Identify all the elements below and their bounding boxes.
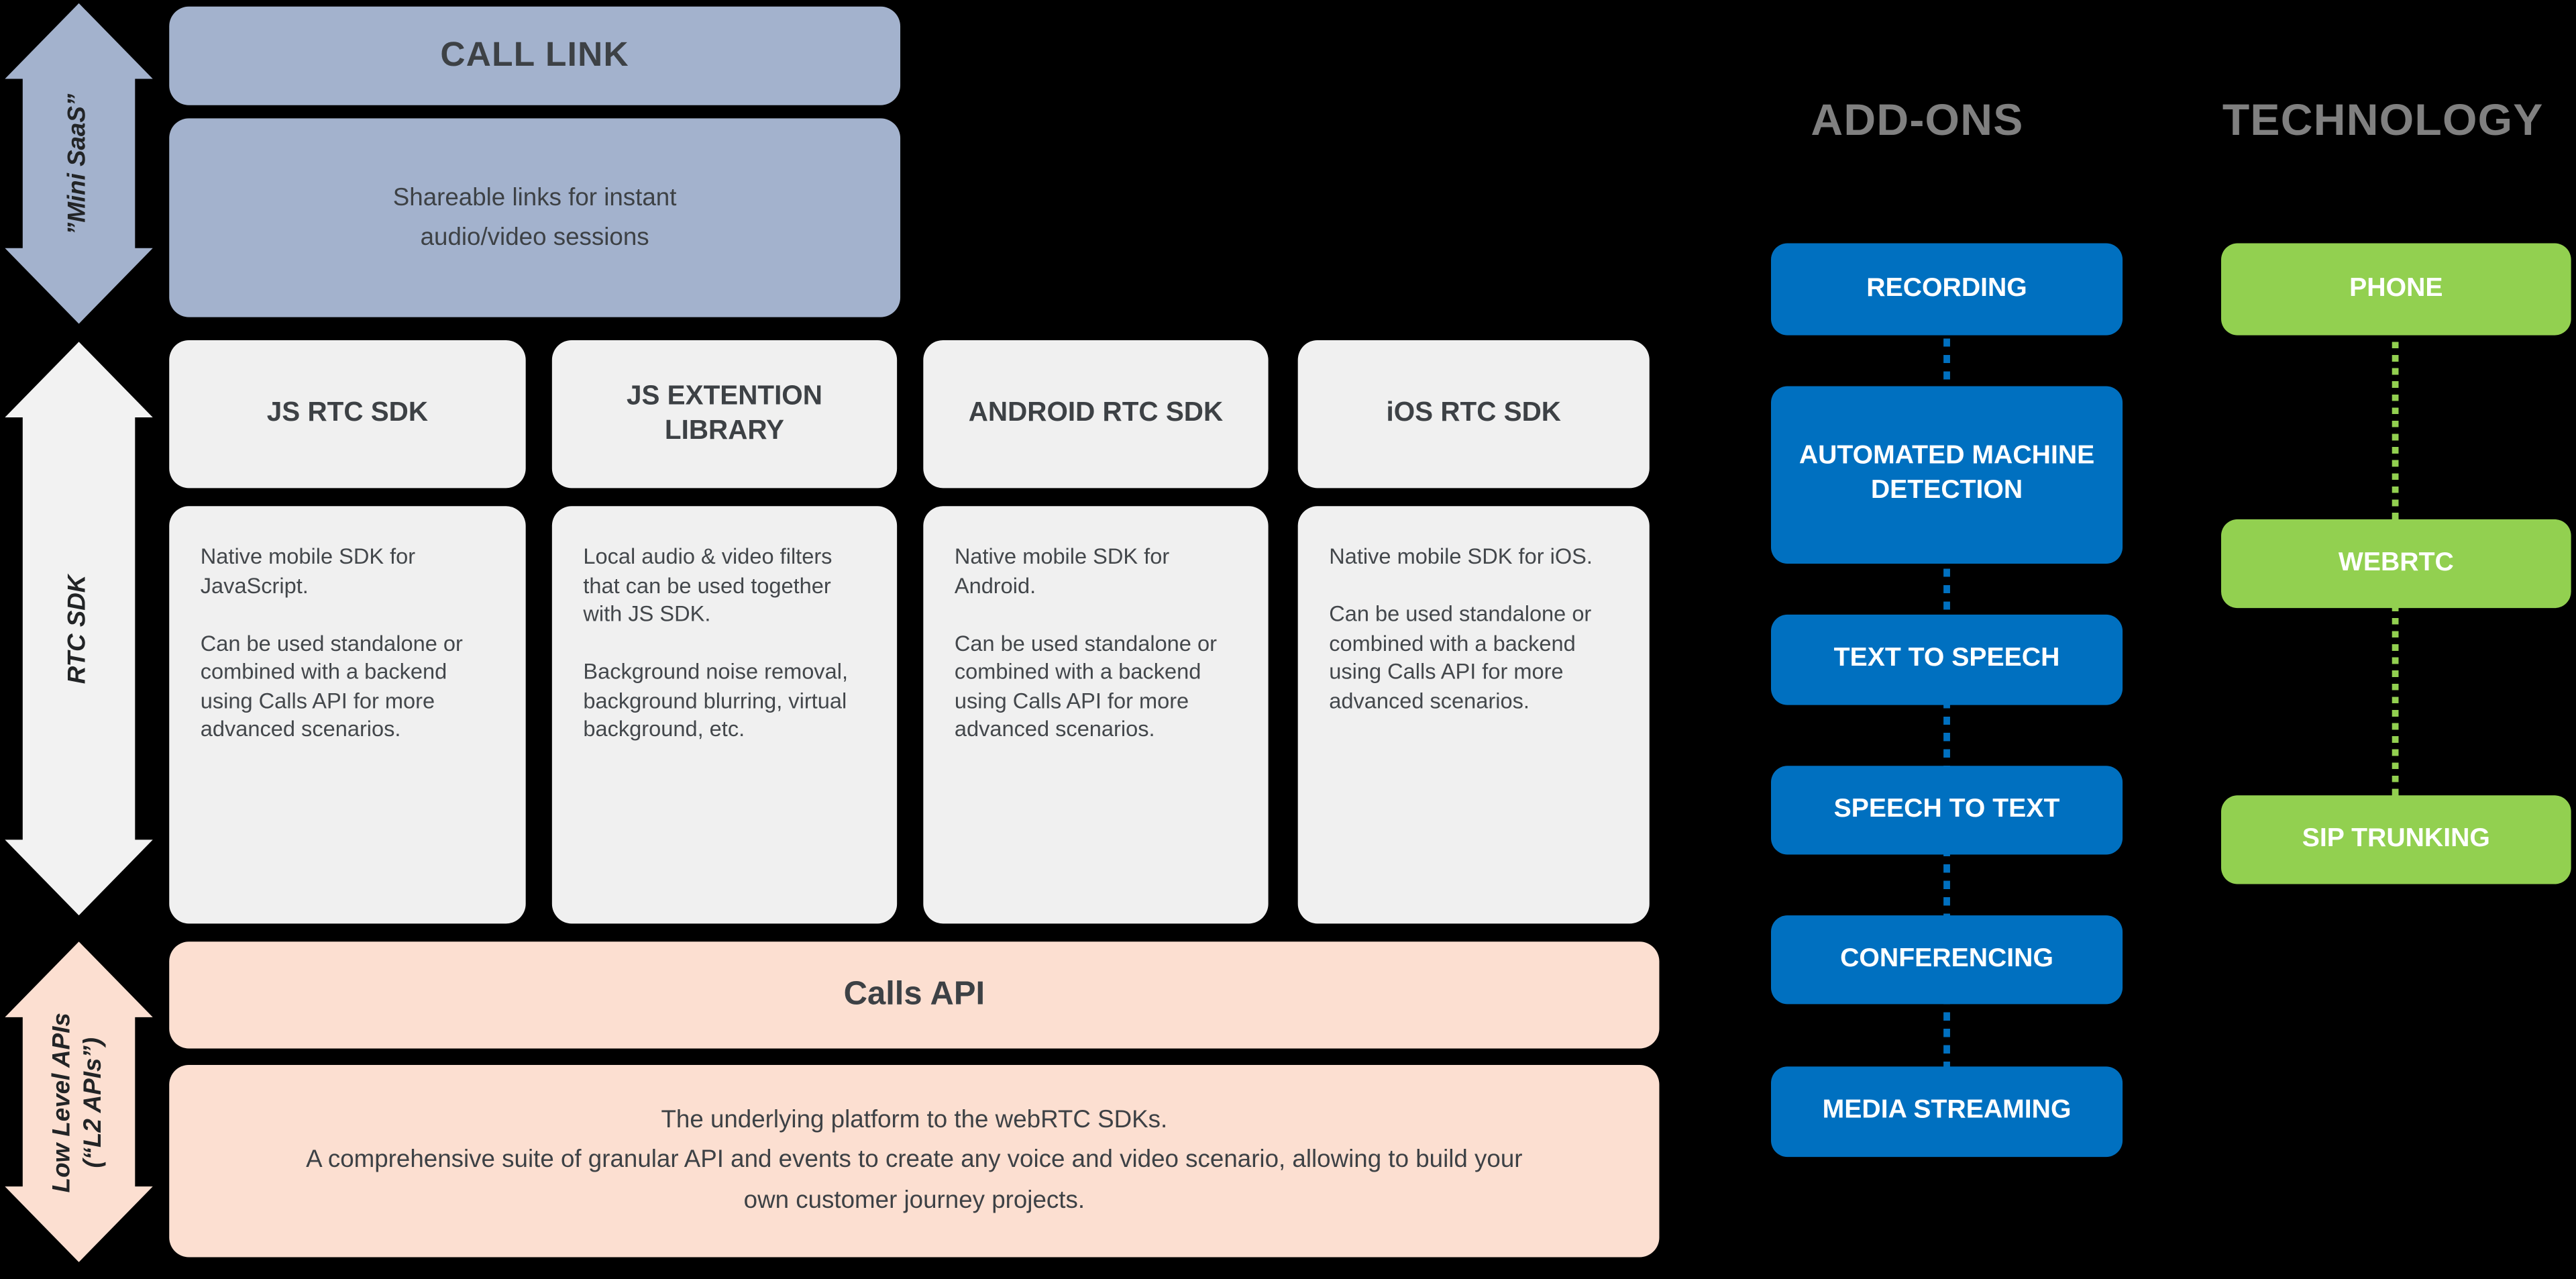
android-rtc-sdk-title-box: ANDROID RTC SDK	[923, 340, 1269, 489]
js-extention-library-description-box: Local audio & video filters that can be …	[551, 506, 898, 924]
mini-saas-arrow-label: ”Mini SaaS”	[63, 93, 92, 234]
technology-webrtc: WEBRTC	[2221, 519, 2571, 609]
call-link-description-box: Shareable links for instant audio/video …	[169, 118, 901, 317]
calls-api-description-box: The underlying platform to the webRTC SD…	[169, 1064, 1660, 1258]
technology-column-header: TECHNOLOGY	[2222, 95, 2544, 145]
rtc-sdk-arrow: RTC SDK	[5, 342, 152, 915]
low-level-apis-arrow: Low Level APIs (“L2 APIs”)	[5, 941, 152, 1262]
rtc-sdk-arrow-label: RTC SDK	[63, 574, 92, 684]
addon-text-to-speech: TEXT TO SPEECH	[1771, 614, 2123, 705]
js-extention-library-title-box: JS EXTENTION LIBRARY	[551, 340, 898, 489]
addon-conferencing: CONFERENCING	[1771, 915, 2123, 1005]
technology-phone: PHONE	[2221, 243, 2571, 336]
low-level-apis-arrow-label: Low Level APIs (“L2 APIs”)	[48, 1011, 107, 1192]
technology-sip-trunking: SIP TRUNKING	[2221, 795, 2571, 884]
ios-rtc-sdk-title-box: iOS RTC SDK	[1297, 340, 1650, 489]
ios-rtc-sdk-description-box: Native mobile SDK for iOS. Can be used s…	[1297, 506, 1650, 924]
addon-recording: RECORDING	[1771, 243, 2123, 336]
js-rtc-sdk-title-box: JS RTC SDK	[169, 340, 526, 489]
mini-saas-arrow: ”Mini SaaS”	[5, 3, 152, 324]
addons-column-header: ADD-ONS	[1811, 95, 2024, 145]
android-rtc-sdk-description-box: Native mobile SDK for Android. Can be us…	[923, 506, 1269, 924]
calls-api-title-box: Calls API	[169, 941, 1660, 1049]
addon-automated-machine-detection: AUTOMATED MACHINE DETECTION	[1771, 386, 2123, 564]
call-link-title-box: CALL LINK	[169, 6, 901, 105]
js-rtc-sdk-description-box: Native mobile SDK for JavaScript. Can be…	[169, 506, 526, 924]
addon-media-streaming: MEDIA STREAMING	[1771, 1066, 2123, 1158]
addon-speech-to-text: SPEECH TO TEXT	[1771, 766, 2123, 855]
